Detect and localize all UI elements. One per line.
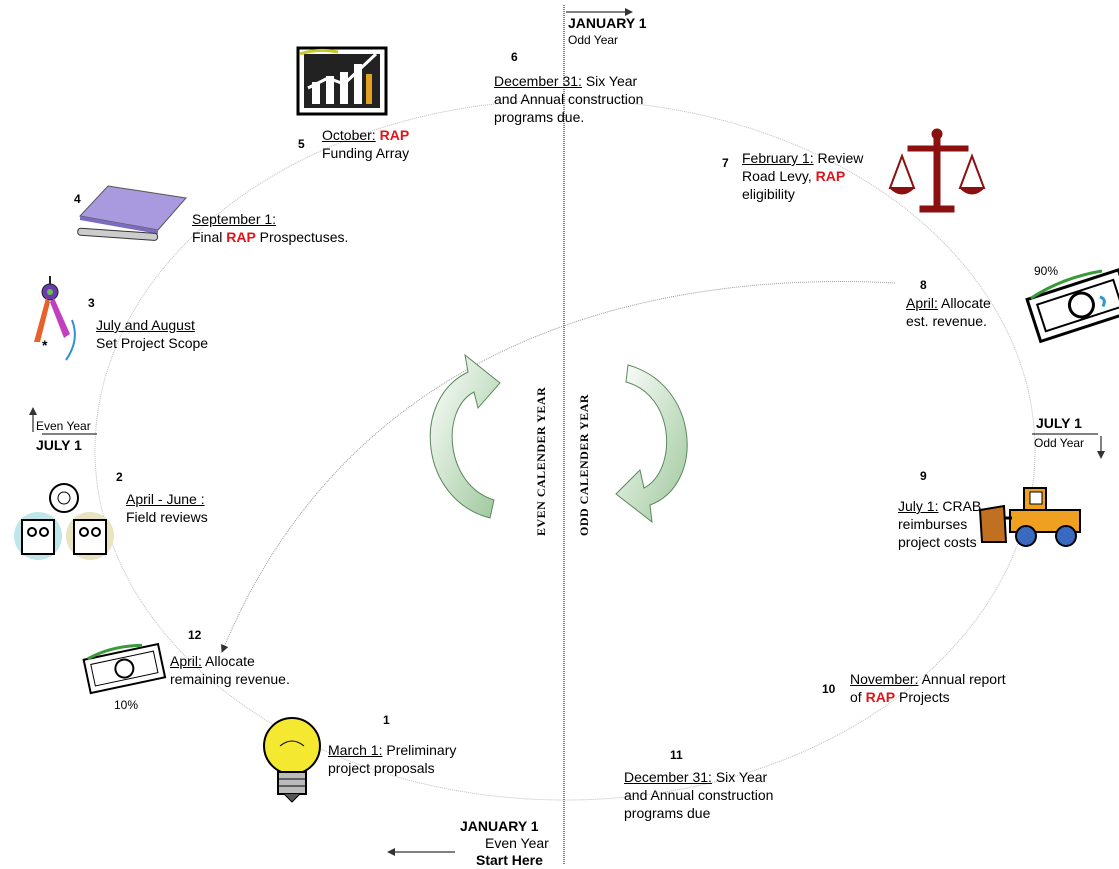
- step-8-percent: 90%: [1034, 264, 1059, 278]
- step-4-text: September 1: Final RAP Prospectuses.: [192, 211, 349, 245]
- step-3-number: 3: [88, 296, 95, 310]
- july-even-title: JULY 1: [36, 437, 82, 453]
- money-icon-8: [1025, 267, 1119, 344]
- step-11-text: December 31: Six Year and Annual constru…: [624, 769, 774, 821]
- july-odd-title: JULY 1: [1036, 415, 1082, 431]
- step-11-number: 11: [670, 748, 683, 762]
- cycle-ellipse: [94, 99, 1036, 801]
- jan-odd-title: JANUARY 1: [568, 15, 647, 31]
- step-7-text: February 1: Review Road Levy, RAP eligib…: [742, 150, 864, 202]
- jan-odd-sub: Odd Year: [568, 33, 619, 47]
- odd-year-label: ODD CALENDER YEAR: [577, 393, 591, 536]
- even-year-cycle-arrow: [429, 353, 501, 519]
- jan-even-sub: Even Year: [485, 835, 549, 851]
- notepad-pen-icon: [77, 185, 187, 241]
- july-odd-sub: Odd Year: [1034, 436, 1085, 450]
- step-8-text: April: Allocate est. revenue.: [906, 295, 991, 329]
- jan-even-title: JANUARY 1: [460, 818, 539, 834]
- step-12-text: April: Allocate remaining revenue.: [170, 653, 290, 687]
- step-1-number: 1: [383, 713, 390, 727]
- start-here-label: Start Here: [476, 852, 543, 868]
- step-12-number: 12: [188, 628, 202, 642]
- step-5-text: October: RAP Funding Array: [322, 127, 410, 161]
- step-7-number: 7: [722, 156, 729, 170]
- step-2-number: 2: [116, 470, 123, 484]
- july-even-sub: Even Year: [36, 419, 91, 433]
- step-9-number: 9: [920, 469, 927, 483]
- step-2-text: April - June : Field reviews: [126, 491, 208, 525]
- bulldozer-icon: [978, 487, 1081, 547]
- step-10-text: November: Annual report of RAP Projects: [850, 671, 1006, 705]
- step-1-text: March 1: Preliminary project proposals: [328, 742, 457, 776]
- step-9-text: July 1: CRAB reimburses project costs: [898, 498, 982, 550]
- money-icon-12: [82, 642, 167, 695]
- svg-text:*: *: [42, 337, 48, 353]
- step-5-number: 5: [298, 137, 305, 151]
- even-year-label: EVEN CALENDER YEAR: [534, 386, 548, 536]
- scales-icon: [888, 128, 986, 213]
- step-10-number: 10: [822, 682, 836, 696]
- step-6-number: 6: [511, 50, 518, 64]
- step-8-number: 8: [920, 278, 927, 292]
- step-4-number: 4: [74, 192, 81, 206]
- growth-chart-icon: [296, 46, 388, 116]
- step-6-text: December 31: Six Year and Annual constru…: [494, 73, 644, 125]
- reallocation-arrow: [220, 281, 896, 653]
- odd-year-cycle-arrow: [615, 364, 688, 524]
- people-ideas-icon: [14, 483, 114, 560]
- step-12-percent: 10%: [114, 698, 139, 712]
- step-3-text: July and August Set Project Scope: [96, 317, 209, 351]
- compass-icon: *: [34, 276, 76, 361]
- lightbulb-icon: [263, 717, 321, 803]
